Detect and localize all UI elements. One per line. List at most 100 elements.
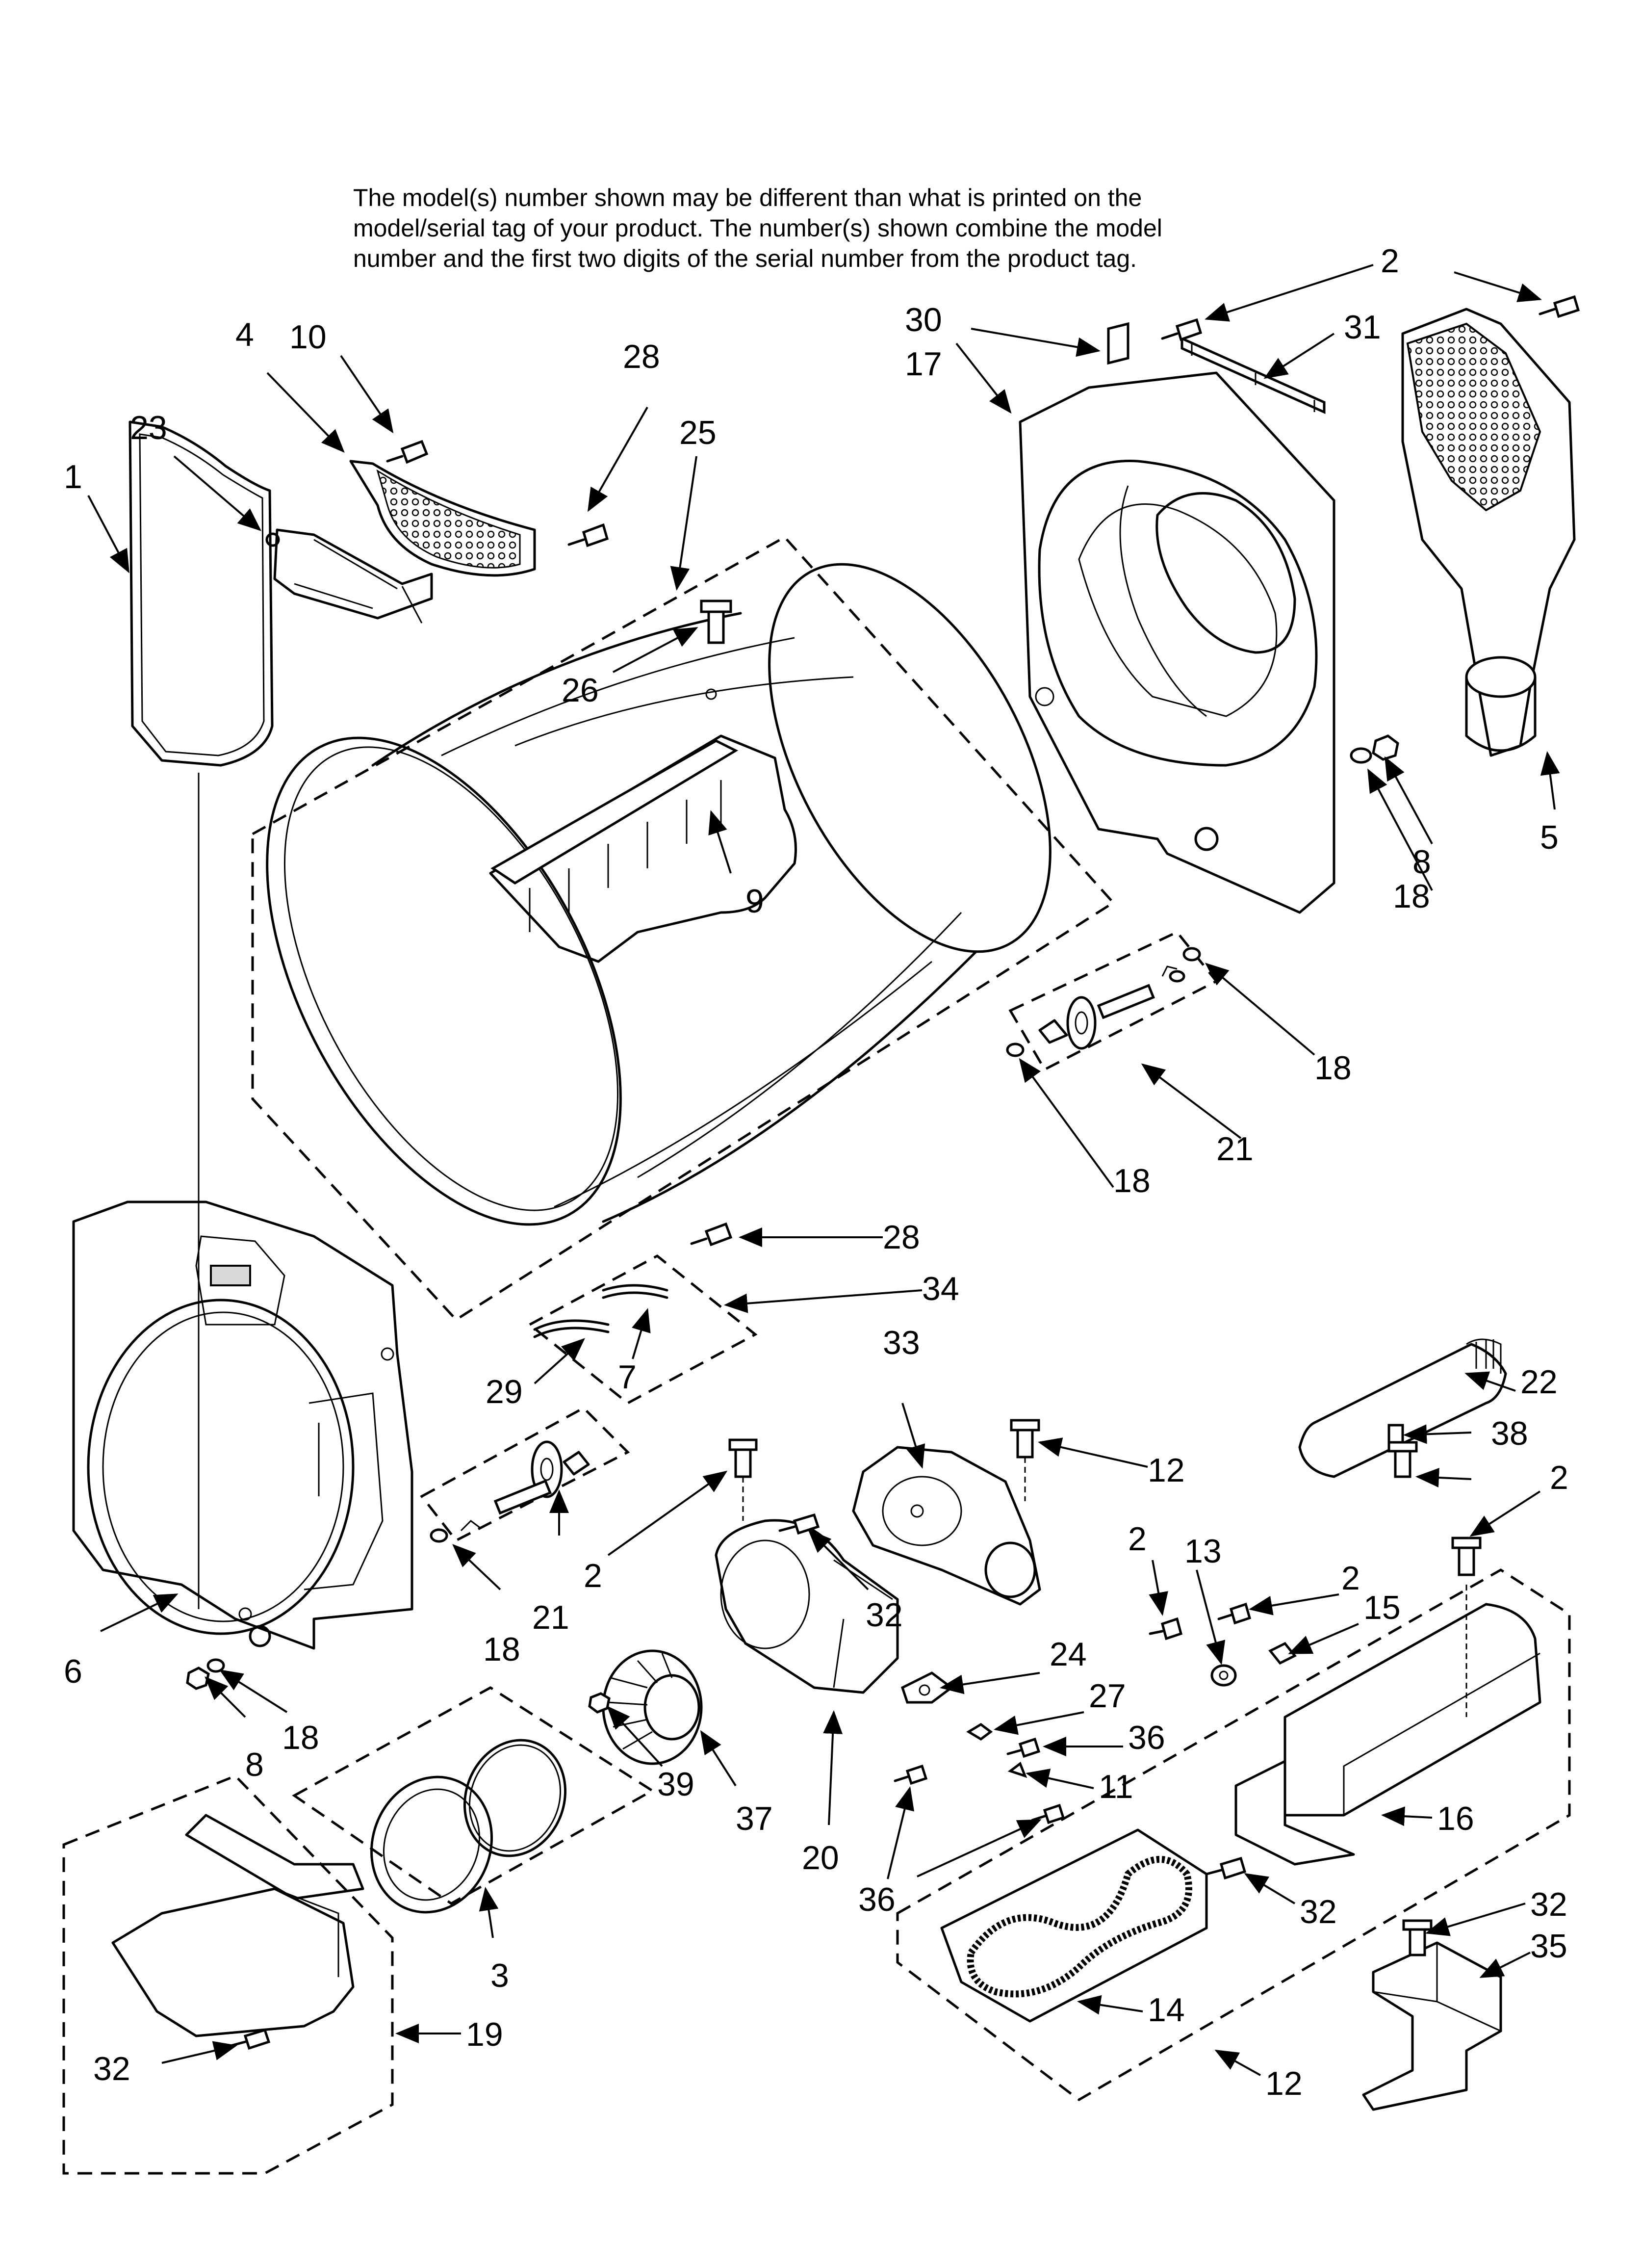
burner-tube [1298,1338,1507,1478]
nut-39 [588,1692,611,1714]
thermistor-27 [966,1722,993,1741]
callout-28-a: 28 [623,338,660,375]
bracket-31 [1180,337,1326,414]
callout-34: 34 [922,1270,959,1307]
callout-27: 27 [1089,1677,1126,1715]
callout-17: 17 [905,345,942,383]
callout-13: 13 [1184,1533,1222,1570]
screw-2-blower [728,1438,758,1521]
callout-31: 31 [1344,309,1381,346]
callout-37: 37 [736,1800,773,1837]
group-outline-bearing-strip [527,1254,758,1405]
callout-3: 3 [490,1957,509,1994]
callout-5: 5 [1540,819,1559,856]
group-outline-duct [62,1774,394,2175]
screw-28-top [567,523,609,547]
callout-14: 14 [1148,1991,1185,2029]
screw-2-duct [1539,295,1580,318]
callout-23: 23 [130,409,167,446]
screws-2-sensor [1149,1602,1252,1641]
lint-housing [265,528,433,624]
callout-11: 11 [1099,1768,1133,1805]
screw-12-cover [1010,1419,1040,1501]
nut-8-rear [1372,734,1399,761]
washer-18-roller-rear [1006,947,1201,1057]
callout-33: 33 [883,1324,920,1361]
callout-35: 35 [1530,1928,1567,1965]
screw-2-heater [1451,1537,1482,1576]
callout-21-a: 21 [1216,1130,1254,1168]
callout-2-e: 2 [1341,1560,1360,1597]
callout-30: 30 [905,301,942,339]
callout-21-b: 21 [532,1599,569,1636]
screw-28-mid [690,1222,733,1247]
callout-2-d: 2 [1128,1520,1147,1558]
callout-39: 39 [657,1766,694,1803]
note-line-3: number and the first two digits of the s… [353,245,1137,272]
washer-18-front [206,1528,448,1673]
callout-29: 29 [486,1373,523,1410]
blower-wheel [602,1649,703,1765]
leader-lines [87,264,1560,2076]
callout-15: 15 [1363,1589,1401,1626]
callout-26: 26 [562,672,599,709]
washer-18-rear [1350,747,1372,764]
callout-25: 25 [679,414,717,451]
callout-32-d: 32 [1530,1886,1567,1923]
heater-housing [1234,1585,1541,1866]
screw-32-blower [778,1513,820,1535]
callout-6: 6 [64,1653,82,1690]
screw-32-duct [229,2028,271,2050]
screw-10 [386,440,429,464]
callout-2-a: 2 [1381,242,1399,280]
blower-cover [852,1446,1041,1606]
note-line-1: The model(s) number shown may be differe… [353,184,1142,211]
screw-26 [700,600,732,644]
callout-18-c: 18 [1113,1162,1151,1199]
rear-roller [1038,965,1185,1050]
screw-2-38 [1387,1441,1418,1478]
callout-24: 24 [1050,1636,1087,1673]
callout-9: 9 [745,883,764,920]
callout-19: 19 [466,2016,503,2053]
callout-18-a: 18 [1393,878,1430,915]
callout-16: 16 [1437,1800,1474,1837]
callout-8-a: 8 [1412,843,1431,881]
blower-housing [715,1519,899,1694]
nut-8-front [186,1667,210,1690]
front-bulkhead [72,1200,413,1650]
callout-38: 38 [1491,1415,1528,1452]
callout-32-a: 32 [866,1596,903,1634]
bracket-30 [1107,322,1129,365]
group-outline-seal [292,1686,655,1905]
bearing-strip-7 [602,1284,668,1299]
bearing-strip-29 [533,1319,610,1338]
thermal-fuse-24 [900,1671,954,1704]
thermostat-11 [1007,1762,1027,1778]
exhaust-duct [1401,308,1576,757]
screw-32-bracket [1402,1919,1433,1956]
screw-2-rear [1161,318,1203,341]
callout-36-b: 36 [858,1881,896,1918]
callout-1: 1 [64,458,82,495]
dryer-drum [266,563,1052,1226]
callout-10: 10 [289,318,327,356]
callout-18-e: 18 [282,1719,319,1756]
callout-2-b: 2 [1550,1459,1568,1496]
rear-drum-panel [1019,371,1335,914]
callout-32-c: 32 [1300,1893,1337,1930]
callout-12-a: 12 [1148,1452,1185,1489]
support-bracket [1362,1941,1502,2111]
lint-duct [111,1814,364,2037]
callout-18-d: 18 [483,1631,520,1668]
group-outline-heater [896,1568,1571,2101]
lint-screen [349,460,536,577]
callout-20: 20 [802,1839,839,1877]
note-line-2: model/serial tag of your product. The nu… [353,214,1162,242]
callout-18-b: 18 [1314,1049,1352,1087]
callout-4: 4 [235,316,254,353]
group-outline-drum [251,535,1115,1322]
callout-28-b: 28 [883,1219,920,1256]
callout-2-c: 2 [584,1557,602,1594]
